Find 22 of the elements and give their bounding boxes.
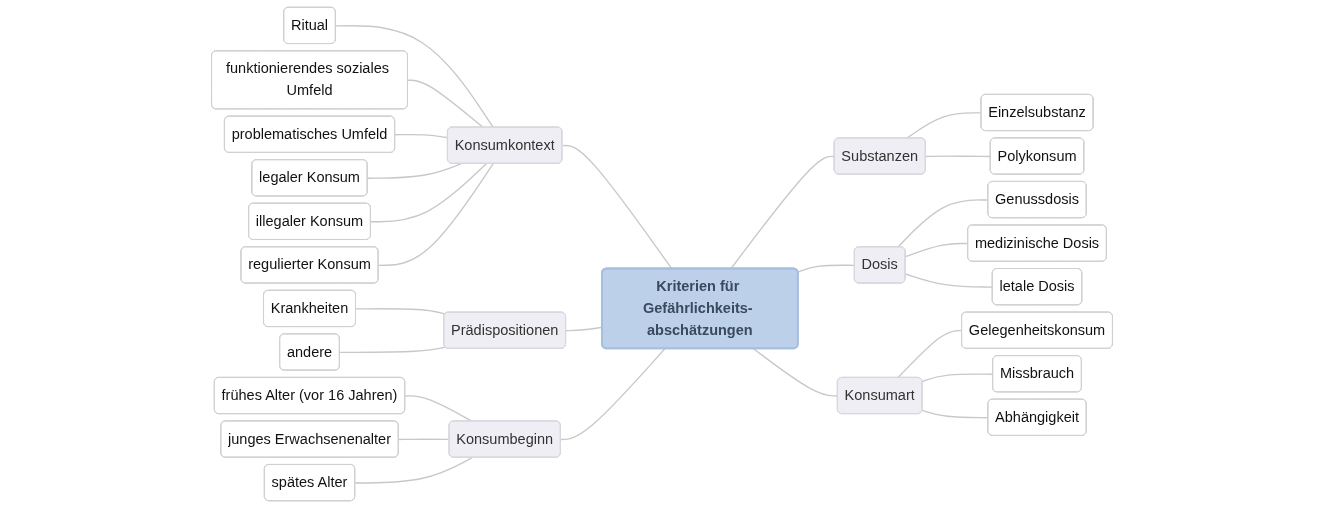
connector: [904, 242, 969, 258]
connector: [407, 79, 484, 129]
connector: [394, 133, 449, 139]
connector: [897, 329, 963, 379]
connector: [335, 25, 494, 129]
connector: [752, 348, 839, 397]
connector: [370, 163, 487, 223]
connector: [921, 373, 994, 383]
connector: [366, 163, 462, 179]
connector: [398, 438, 451, 441]
connector: [561, 144, 673, 270]
connector: [339, 346, 446, 354]
connector: [925, 155, 992, 158]
connector: [377, 163, 494, 266]
connector: [355, 308, 446, 315]
connector: [904, 273, 994, 288]
connector: [921, 409, 989, 419]
connector: [797, 264, 856, 273]
connector: [730, 155, 836, 270]
connector: [560, 348, 666, 441]
connector: [354, 456, 473, 484]
connector: [897, 199, 989, 248]
